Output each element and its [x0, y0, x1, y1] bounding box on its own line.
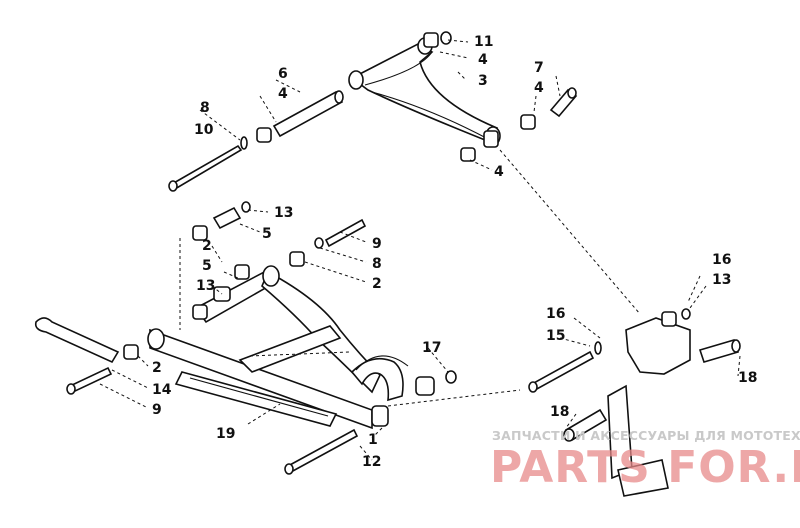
sleeve-5 — [212, 206, 242, 230]
steering-knuckle — [625, 317, 691, 375]
washer-11 — [440, 31, 452, 45]
callout-4: 4 — [494, 164, 504, 180]
strap-14 — [34, 317, 120, 364]
callout-12: 12 — [362, 454, 381, 470]
bushing-16-13 — [661, 311, 677, 327]
bushing-lower-left — [192, 304, 208, 320]
callout-5: 5 — [202, 258, 212, 274]
upper-bolt — [170, 144, 243, 191]
bushing-4-left — [256, 127, 272, 143]
washer-13-top — [241, 201, 251, 213]
bolt-12 — [286, 428, 359, 474]
upper-bushing-rear — [483, 130, 499, 148]
washer-17 — [445, 370, 457, 384]
lower-arm-rear-eye — [262, 265, 280, 287]
callout-15: 15 — [546, 328, 565, 344]
washer-8 — [314, 237, 324, 249]
callout-17: 17 — [422, 340, 441, 356]
knuckle-group — [528, 308, 741, 497]
lower-arm-front-eye — [147, 328, 165, 350]
callout-4: 4 — [278, 86, 288, 102]
callout-18: 18 — [550, 404, 569, 420]
callout-labels: 11 4 3 6 4 7 4 8 10 4 13 5 9 2 8 5 2 13 … — [152, 34, 757, 470]
callout-11: 11 — [474, 34, 493, 50]
callout-13: 13 — [274, 205, 293, 221]
bolt-9-top — [324, 218, 367, 248]
callout-3: 3 — [478, 73, 488, 89]
upper-arm-front-eye — [348, 70, 364, 90]
callout-2: 2 — [202, 238, 212, 254]
leader-lines — [99, 39, 741, 461]
callout-10: 10 — [194, 122, 214, 138]
washer-15 — [594, 341, 602, 355]
callout-18: 18 — [738, 370, 757, 386]
watermark: ЗАПЧАСТИ И АКСЕССУАРЫ ДЛЯ МОТОТЕХНИКИ PA… — [490, 428, 800, 493]
callout-6: 6 — [278, 66, 288, 82]
bushing-5-top — [192, 225, 208, 241]
callout-16: 16 — [546, 306, 565, 322]
bushing-17 — [415, 376, 435, 396]
knuckle-lower-boss — [617, 459, 669, 497]
upper-bushing-top — [423, 32, 439, 48]
callout-8: 8 — [200, 100, 210, 116]
callout-2: 2 — [152, 360, 162, 376]
watermark-tagline: ЗАПЧАСТИ И АКСЕССУАРЫ ДЛЯ МОТОТЕХНИКИ — [492, 428, 800, 443]
callout-14: 14 — [152, 382, 172, 398]
callout-4: 4 — [534, 80, 544, 96]
lower-arm-cross-brace — [238, 325, 342, 373]
callout-9: 9 — [152, 402, 162, 418]
callout-8: 8 — [372, 256, 382, 272]
callout-19: 19 — [216, 426, 235, 442]
bushing-4-right — [520, 114, 536, 130]
callout-13: 13 — [712, 272, 731, 288]
lower-arm-outer-eye — [371, 405, 389, 427]
bushing-4-lower — [460, 147, 476, 162]
lower-a-arm-group — [34, 201, 521, 475]
callout-4: 4 — [478, 52, 488, 68]
bushing-2-right — [289, 251, 305, 267]
callout-13: 13 — [196, 278, 215, 294]
shock-mount-bracket — [350, 357, 404, 402]
bushing-2-mid — [234, 264, 250, 280]
callout-7: 7 — [534, 60, 544, 76]
upper-a-arm-group — [168, 31, 578, 192]
callout-5: 5 — [262, 226, 272, 242]
callout-1: 1 — [368, 432, 378, 448]
washer-8-10 — [240, 136, 248, 150]
washer-16 — [681, 308, 691, 320]
callout-9: 9 — [372, 236, 382, 252]
bushing-2-front — [123, 344, 139, 360]
callout-2: 2 — [372, 276, 382, 292]
bolt-9-lower — [68, 366, 113, 394]
bolt-15 — [530, 350, 595, 392]
callout-16: 16 — [712, 252, 731, 268]
watermark-logo-text: PARTS FOR.RU — [490, 442, 800, 493]
